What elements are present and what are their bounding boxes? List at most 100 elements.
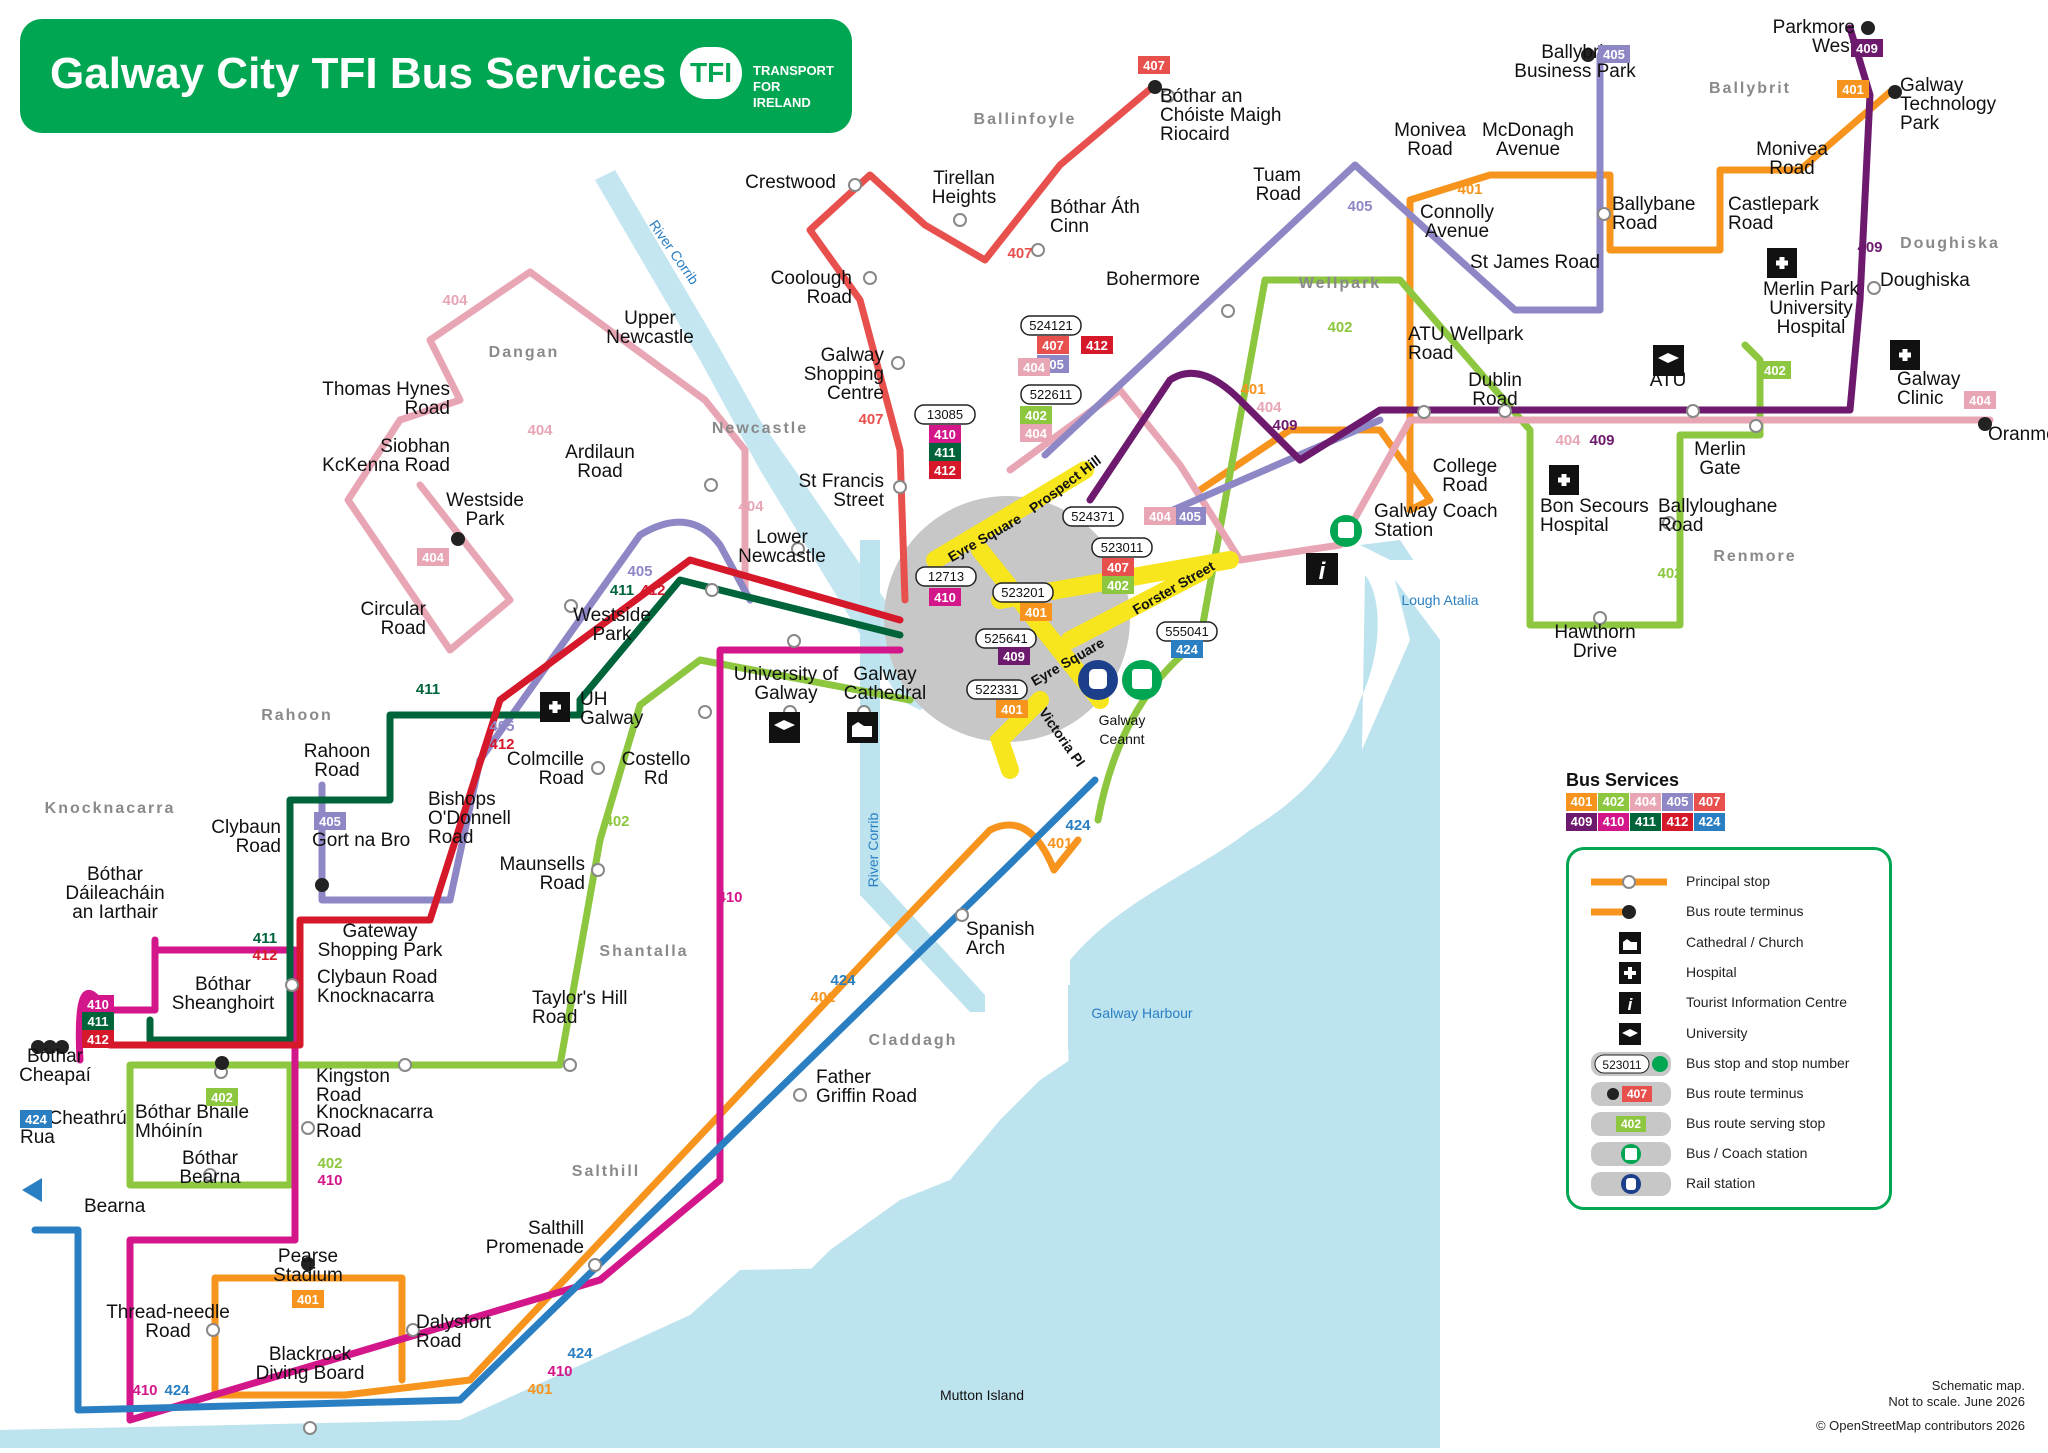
stop-number-box [966, 679, 1028, 700]
stop-label-line: Ballybrit [1541, 42, 1609, 63]
route-badge [996, 700, 1028, 718]
route-terminus-badge-icon: 407 [1591, 1082, 1671, 1106]
stop-number: 522611 [1030, 387, 1072, 402]
stop-label-line: Shopping [804, 364, 884, 385]
stop-label-line: Mhóinín [135, 1121, 203, 1142]
route-lines [31, 24, 1994, 1424]
route-number: 409 [1857, 239, 1882, 256]
footer-note: Schematic map. [1931, 1378, 2025, 1393]
area-label: Shantalla [599, 943, 688, 960]
route-badge [206, 1088, 238, 1106]
stop-label-line: an Iarthair [72, 902, 158, 923]
legend-row: Bus route terminus [1569, 900, 1889, 924]
route-number: 411 [253, 930, 277, 947]
stop-label-line: Galway [1900, 75, 1964, 96]
stop-label-line: Gate [1699, 458, 1740, 479]
stop-label-line: Galway [853, 664, 917, 685]
stop-label: Crestwood [745, 172, 836, 193]
stop-number-box [1020, 384, 1082, 405]
route-number: 404 [738, 498, 764, 515]
stop-label-line: Connolly [1420, 202, 1494, 223]
stop-label-line: Gort na Bro [312, 830, 410, 851]
stop-label-line: Road [807, 287, 852, 308]
route-number: 402 [1025, 408, 1047, 423]
route-badge-412: 412 [1662, 813, 1693, 831]
university-icon [1653, 345, 1684, 376]
stop-label-line: Hospital [1540, 515, 1609, 536]
route-number: 411 [88, 1014, 109, 1029]
principal-stop-icon [1591, 875, 1667, 889]
stop-number-labels: 1308552412152261152437152301112713523201… [914, 315, 1218, 700]
route-number: 412 [1086, 338, 1108, 353]
stop-label-line: Ballybane [1612, 194, 1695, 215]
stop-label-line: Merlin [1694, 439, 1746, 460]
bus-station-icon [1122, 660, 1162, 700]
stop-label-line: Father [816, 1067, 872, 1088]
route-badge [1020, 603, 1052, 621]
stop-label-line: Road [532, 1007, 577, 1028]
legend-row: Hospital [1569, 961, 1889, 985]
stop-label-line: Coolough [771, 268, 852, 289]
stop-label-line: West [1812, 36, 1856, 57]
stop-label-line: Riocaird [1160, 124, 1230, 145]
stop-label-line: University [1769, 298, 1853, 319]
stop-label-line: St James Road [1470, 252, 1600, 273]
hospital-icon [1619, 962, 1641, 984]
legend-row: Rail station [1569, 1172, 1889, 1196]
stop-number: 525641 [984, 631, 1027, 646]
area-label: Ballinfoyle [974, 111, 1077, 128]
route-number: 412 [252, 947, 277, 964]
route-termini [31, 21, 1992, 1271]
area-label: Doughiska [1900, 235, 2000, 252]
stop-label-line: Bearna [179, 1167, 241, 1188]
route-404-line [344, 268, 1994, 654]
route-badge [1102, 576, 1134, 594]
route-number: 424 [567, 1345, 593, 1362]
stop-label-line: Road [540, 873, 585, 894]
route-number: 409 [1272, 417, 1297, 434]
stop-label-line: Monivea [1394, 120, 1466, 141]
stop-label-line: Westside [446, 490, 524, 511]
map-legend: Principal stop Bus route terminus Cathed… [1566, 847, 1892, 1210]
route-number: 407 [1007, 245, 1032, 262]
stop-label-line: Avenue [1496, 139, 1560, 160]
stop-label-line: Crestwood [745, 172, 836, 193]
stop-label-line: Park [1900, 113, 1940, 134]
stop-label-line: Shopping Park [318, 940, 443, 961]
route-badge [929, 588, 961, 606]
route-number: 402 [604, 813, 629, 830]
route-number: 410 [87, 997, 109, 1012]
route-number: 409 [1589, 432, 1614, 449]
area-label: Newcastle [712, 420, 808, 437]
route-number: 405 [1179, 509, 1201, 524]
stop-label: ATU [1650, 370, 1687, 391]
stop-label-line: Lower [756, 527, 808, 548]
route-terminus-icon [1591, 905, 1636, 919]
route-badge [929, 425, 961, 443]
tfi-brand-text: TRANSPORT FOR IRELAND [753, 63, 834, 110]
route-badge [1174, 507, 1206, 525]
svg-text:407: 407 [1627, 1087, 1647, 1101]
principal-stops [203, 89, 1881, 1435]
route-badge [1020, 424, 1052, 442]
stop-label-line: Parkmore [1773, 17, 1855, 38]
stop-label-line: Newcastle [738, 546, 826, 567]
stop-label-line: Upper [624, 308, 676, 329]
stop-label-line: Cinn [1050, 216, 1089, 237]
stop-label-line: Newcastle [606, 327, 694, 348]
serving-stop-icon: 402 [1591, 1112, 1671, 1136]
